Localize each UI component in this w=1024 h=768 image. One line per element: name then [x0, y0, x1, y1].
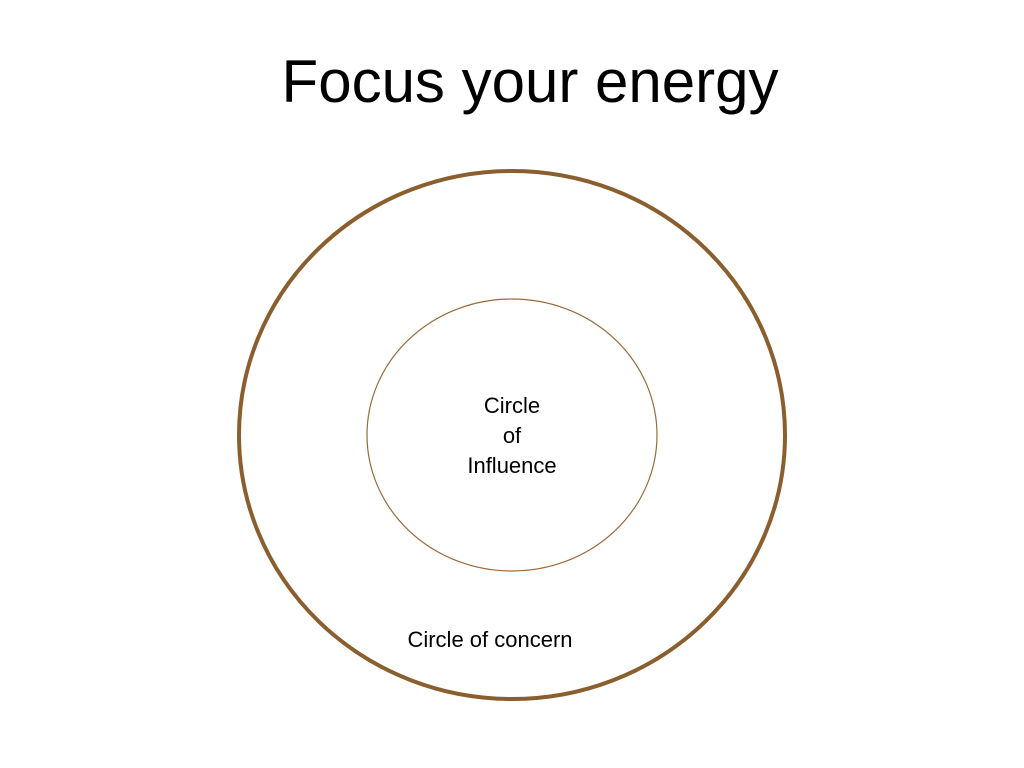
circle-of-influence-label: Circle of Influence: [432, 391, 592, 481]
circle-of-concern-label: Circle of concern: [407, 627, 573, 652]
influence-label-line: Influence: [467, 453, 557, 478]
circle-of-influence-shape: [366, 298, 658, 572]
influence-label-line: Circle: [483, 393, 541, 418]
influence-label-line: of: [502, 423, 522, 448]
slide-title: Focus your energy: [281, 48, 779, 115]
circle-of-concern-shape: [237, 169, 787, 701]
